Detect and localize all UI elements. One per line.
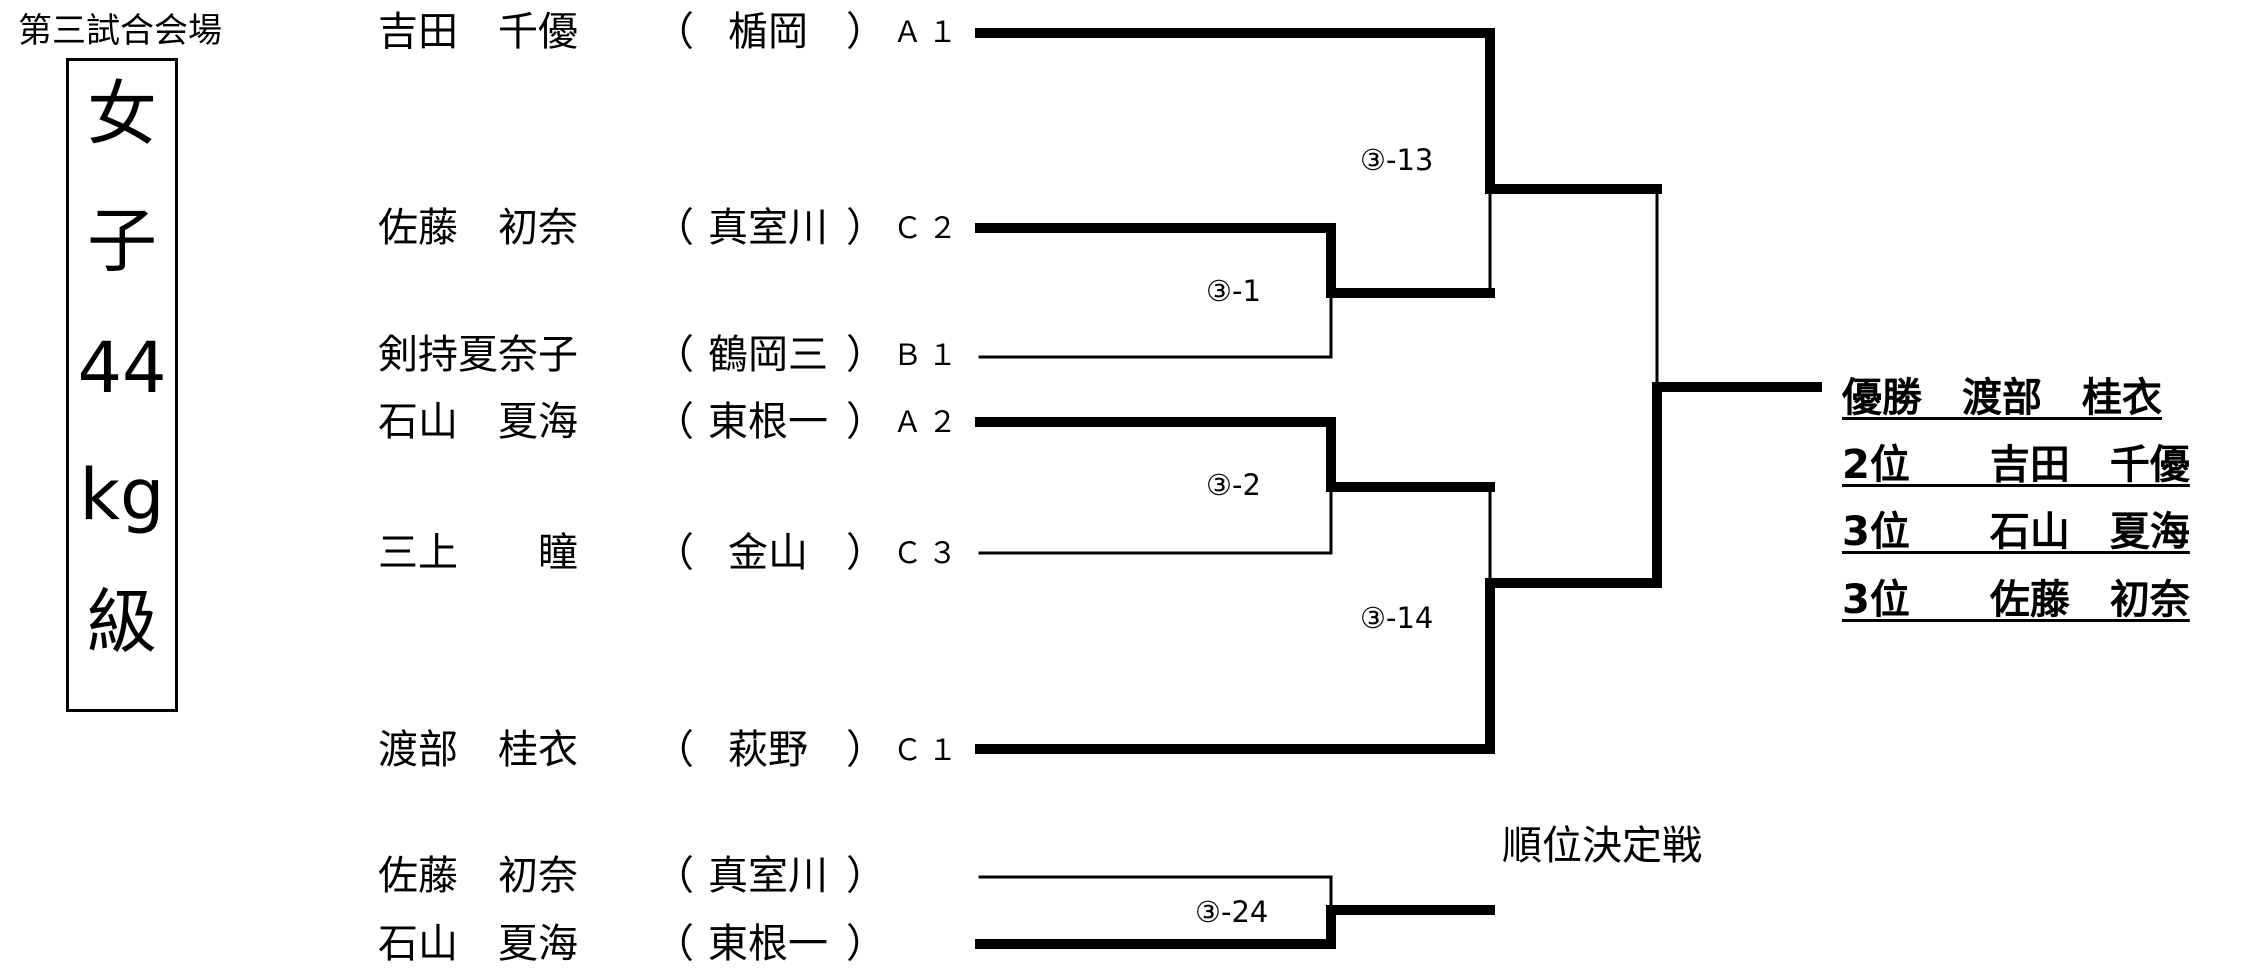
result-line: 3位 石山 夏海 bbox=[1842, 509, 2190, 555]
open-paren: （ bbox=[654, 853, 694, 899]
entry-seed: Ｂ１ bbox=[893, 338, 964, 372]
match-label: ③-24 bbox=[1195, 895, 1269, 929]
open-paren: （ bbox=[654, 399, 694, 445]
entry-name: 三上 瞳 bbox=[378, 530, 578, 576]
match-label: ③-14 bbox=[1360, 601, 1434, 635]
entry-school: 鶴岡三 bbox=[708, 332, 828, 378]
placement-title: 順位決定戦 bbox=[1502, 823, 1702, 869]
match-label: ③-13 bbox=[1360, 143, 1434, 177]
category-char: 級 bbox=[87, 581, 157, 663]
entry-name: 佐藤 初奈 bbox=[378, 205, 578, 251]
entry-seed: Ｃ２ bbox=[893, 211, 964, 245]
result-line: 2位 吉田 千優 bbox=[1842, 442, 2190, 488]
entry-name: 佐藤 初奈 bbox=[378, 853, 578, 899]
entry-school: 東根一 bbox=[708, 921, 828, 967]
category-char: kg bbox=[79, 454, 165, 536]
open-paren: （ bbox=[654, 9, 694, 55]
open-paren: （ bbox=[654, 727, 694, 773]
close-paren: ） bbox=[846, 727, 886, 773]
entry-name: 石山 夏海 bbox=[378, 399, 578, 445]
close-paren: ） bbox=[846, 530, 886, 576]
open-paren: （ bbox=[654, 530, 694, 576]
entry-school: 真室川 bbox=[708, 205, 828, 251]
entry-seed: Ｃ１ bbox=[893, 733, 964, 767]
close-paren: ） bbox=[846, 9, 886, 55]
entry-name: 剣持夏奈子 bbox=[378, 332, 578, 378]
open-paren: （ bbox=[654, 205, 694, 251]
entry-name: 渡部 桂衣 bbox=[378, 727, 578, 773]
entry-school: 楯岡 bbox=[728, 9, 808, 55]
entry-seed: Ａ１ bbox=[893, 15, 964, 49]
entry-name: 石山 夏海 bbox=[378, 921, 578, 967]
match-label: ③-1 bbox=[1206, 274, 1261, 308]
open-paren: （ bbox=[654, 332, 694, 378]
category-char: 44 bbox=[77, 327, 167, 409]
result-line: 優勝 渡部 桂衣 bbox=[1842, 375, 2162, 421]
close-paren: ） bbox=[846, 399, 886, 445]
close-paren: ） bbox=[846, 332, 886, 378]
venue-title: 第三試合会場 bbox=[18, 11, 222, 51]
entry-name: 吉田 千優 bbox=[378, 9, 578, 55]
entry-school: 金山 bbox=[728, 530, 808, 576]
close-paren: ） bbox=[846, 205, 886, 251]
entry-school: 真室川 bbox=[708, 853, 828, 899]
category-char: 子 bbox=[87, 200, 157, 282]
entry-seed: Ｃ３ bbox=[893, 536, 964, 570]
close-paren: ） bbox=[846, 921, 886, 967]
category-box: 女 子 44 kg 級 bbox=[66, 58, 178, 712]
category-char: 女 bbox=[87, 73, 157, 155]
entry-seed: Ａ２ bbox=[893, 405, 964, 439]
entry-school: 萩野 bbox=[728, 727, 808, 773]
close-paren: ） bbox=[846, 853, 886, 899]
entry-school: 東根一 bbox=[708, 399, 828, 445]
result-line: 3位 佐藤 初奈 bbox=[1842, 577, 2190, 623]
match-label: ③-2 bbox=[1206, 468, 1261, 502]
open-paren: （ bbox=[654, 921, 694, 967]
